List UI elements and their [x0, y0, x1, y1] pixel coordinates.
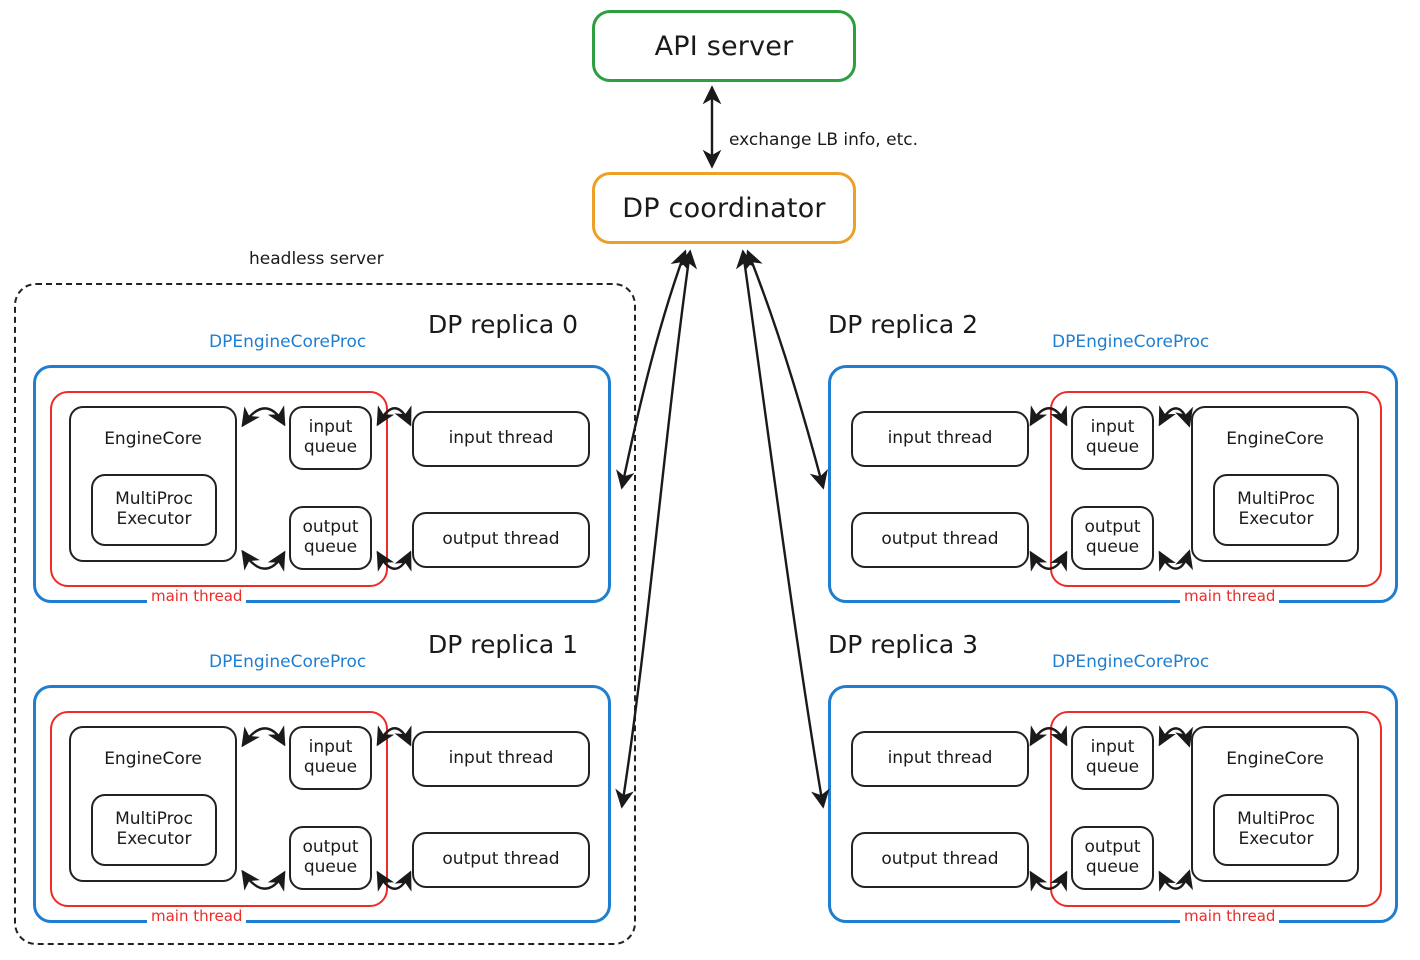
dp-replica-1-mpe-line1: MultiProc — [115, 809, 193, 830]
dp-replica-0-input-thread[interactable]: input thread — [412, 411, 590, 467]
dp-replica-2-main-thread-box[interactable] — [1050, 391, 1382, 587]
dp-replica-2-title: DP replica 2 — [828, 310, 979, 339]
dp-replica-3-output-queue[interactable]: output queue — [1071, 826, 1154, 890]
dp-replica-2-input-thread[interactable]: input thread — [851, 411, 1029, 467]
dp-replica-1-it-label: input thread — [448, 748, 554, 769]
dp-replica-0-iq-line1: input — [308, 417, 353, 438]
dp-replica-3-main-thread-label: main thread — [1180, 907, 1280, 925]
dp-replica-3-proc-label: DPEngineCoreProc — [1052, 652, 1210, 672]
dp-replica-3-multiproc-executor[interactable]: MultiProc Executor — [1213, 794, 1339, 866]
dp-replica-1-multiproc-executor[interactable]: MultiProc Executor — [91, 794, 217, 866]
dp-replica-2-output-queue[interactable]: output queue — [1071, 506, 1154, 570]
dp-replica-2-proc-label: DPEngineCoreProc — [1052, 332, 1210, 352]
dp-replica-0-title: DP replica 0 — [428, 310, 579, 339]
dp-replica-1-oq-line2: queue — [303, 857, 358, 877]
dp-replica-0-engine-core-label: EngineCore — [104, 429, 202, 449]
arrow-coordinator-replica3 — [735, 249, 830, 809]
dp-replica-3-input-queue[interactable]: input queue — [1071, 726, 1154, 790]
dp-replica-3-input-thread[interactable]: input thread — [851, 731, 1029, 787]
dp-replica-1-engine-core-label: EngineCore — [104, 749, 202, 769]
dp-coordinator-box[interactable] — [592, 172, 856, 244]
dp-replica-1-oq-line1: output — [302, 837, 359, 858]
dp-replica-2-output-thread[interactable]: output thread — [851, 512, 1029, 568]
dp-replica-3-ot-label: output thread — [881, 849, 999, 870]
dp-replica-1-title: DP replica 1 — [428, 630, 579, 659]
dp-replica-2-mpe-line2: Executor — [1238, 509, 1314, 529]
dp-replica-2-main-thread-label: main thread — [1180, 587, 1280, 605]
api-server-box[interactable] — [592, 10, 856, 82]
dp-replica-3-iq-line2: queue — [1085, 757, 1140, 777]
dp-coordinator-label: DP coordinator — [622, 192, 826, 224]
dp-replica-3-it-label: input thread — [887, 748, 993, 769]
dp-replica-0-main-thread-box[interactable] — [50, 391, 388, 587]
dp-replica-1-output-thread[interactable]: output thread — [412, 832, 590, 888]
dp-replica-0-oq-line1: output — [302, 517, 359, 538]
dp-replica-3-engine-core-label: EngineCore — [1226, 749, 1324, 769]
dp-replica-0-oq-line2: queue — [303, 537, 358, 557]
dp-replica-2-mpe-line1: MultiProc — [1237, 489, 1315, 510]
dp-replica-0-iq-line2: queue — [303, 437, 358, 457]
dp-replica-3-oq-line1: output — [1084, 837, 1141, 858]
dp-replica-1-output-queue[interactable]: output queue — [289, 826, 372, 890]
dp-replica-0-mpe-line2: Executor — [116, 509, 192, 529]
dp-replica-1-input-queue[interactable]: input queue — [289, 726, 372, 790]
dp-replica-2-input-queue[interactable]: input queue — [1071, 406, 1154, 470]
dp-replica-1-proc-label: DPEngineCoreProc — [209, 652, 367, 672]
dp-replica-3-output-thread[interactable]: output thread — [851, 832, 1029, 888]
dp-replica-1-input-thread[interactable]: input thread — [412, 731, 590, 787]
dp-replica-0-output-queue[interactable]: output queue — [289, 506, 372, 570]
dp-replica-0-input-queue[interactable]: input queue — [289, 406, 372, 470]
dp-replica-1-process-box[interactable] — [33, 685, 611, 923]
dp-replica-1-mpe-line2: Executor — [116, 829, 192, 849]
dp-replica-2-it-label: input thread — [887, 428, 993, 449]
dp-replica-2-multiproc-executor[interactable]: MultiProc Executor — [1213, 474, 1339, 546]
dp-replica-1-main-thread-box[interactable] — [50, 711, 388, 907]
dp-replica-1-iq-line1: input — [308, 737, 353, 758]
dp-replica-2-oq-line1: output — [1084, 517, 1141, 538]
arrow-coordinator-replica2 — [745, 249, 828, 490]
dp-replica-3-title: DP replica 3 — [828, 630, 979, 659]
dp-replica-0-multiproc-executor[interactable]: MultiProc Executor — [91, 474, 217, 546]
dp-replica-1-iq-line2: queue — [303, 757, 358, 777]
dp-replica-3-mpe-line2: Executor — [1238, 829, 1314, 849]
api-server-label: API server — [654, 30, 794, 62]
exchange-lb-info-label: exchange LB info, etc. — [729, 130, 918, 150]
dp-replica-3-mpe-line1: MultiProc — [1237, 809, 1315, 830]
dp-replica-1-ot-label: output thread — [442, 849, 560, 870]
headless-server-label: headless server — [249, 249, 384, 269]
dp-replica-2-oq-line2: queue — [1085, 537, 1140, 557]
dp-replica-0-ot-label: output thread — [442, 529, 560, 550]
dp-replica-2-engine-core-label: EngineCore — [1226, 429, 1324, 449]
dp-replica-0-it-label: input thread — [448, 428, 554, 449]
dp-replica-2-iq-line1: input — [1090, 417, 1135, 438]
dp-replica-1-main-thread-label: main thread — [147, 907, 247, 925]
dp-replica-2-ot-label: output thread — [881, 529, 999, 550]
dp-replica-3-main-thread-box[interactable] — [1050, 711, 1382, 907]
dp-replica-3-oq-line2: queue — [1085, 857, 1140, 877]
dp-replica-0-proc-label: DPEngineCoreProc — [209, 332, 367, 352]
dp-replica-2-iq-line2: queue — [1085, 437, 1140, 457]
dp-replica-0-mpe-line1: MultiProc — [115, 489, 193, 510]
dp-replica-0-main-thread-label: main thread — [147, 587, 247, 605]
dp-replica-0-output-thread[interactable]: output thread — [412, 512, 590, 568]
dp-replica-0-process-box[interactable] — [33, 365, 611, 603]
dp-replica-3-iq-line1: input — [1090, 737, 1135, 758]
